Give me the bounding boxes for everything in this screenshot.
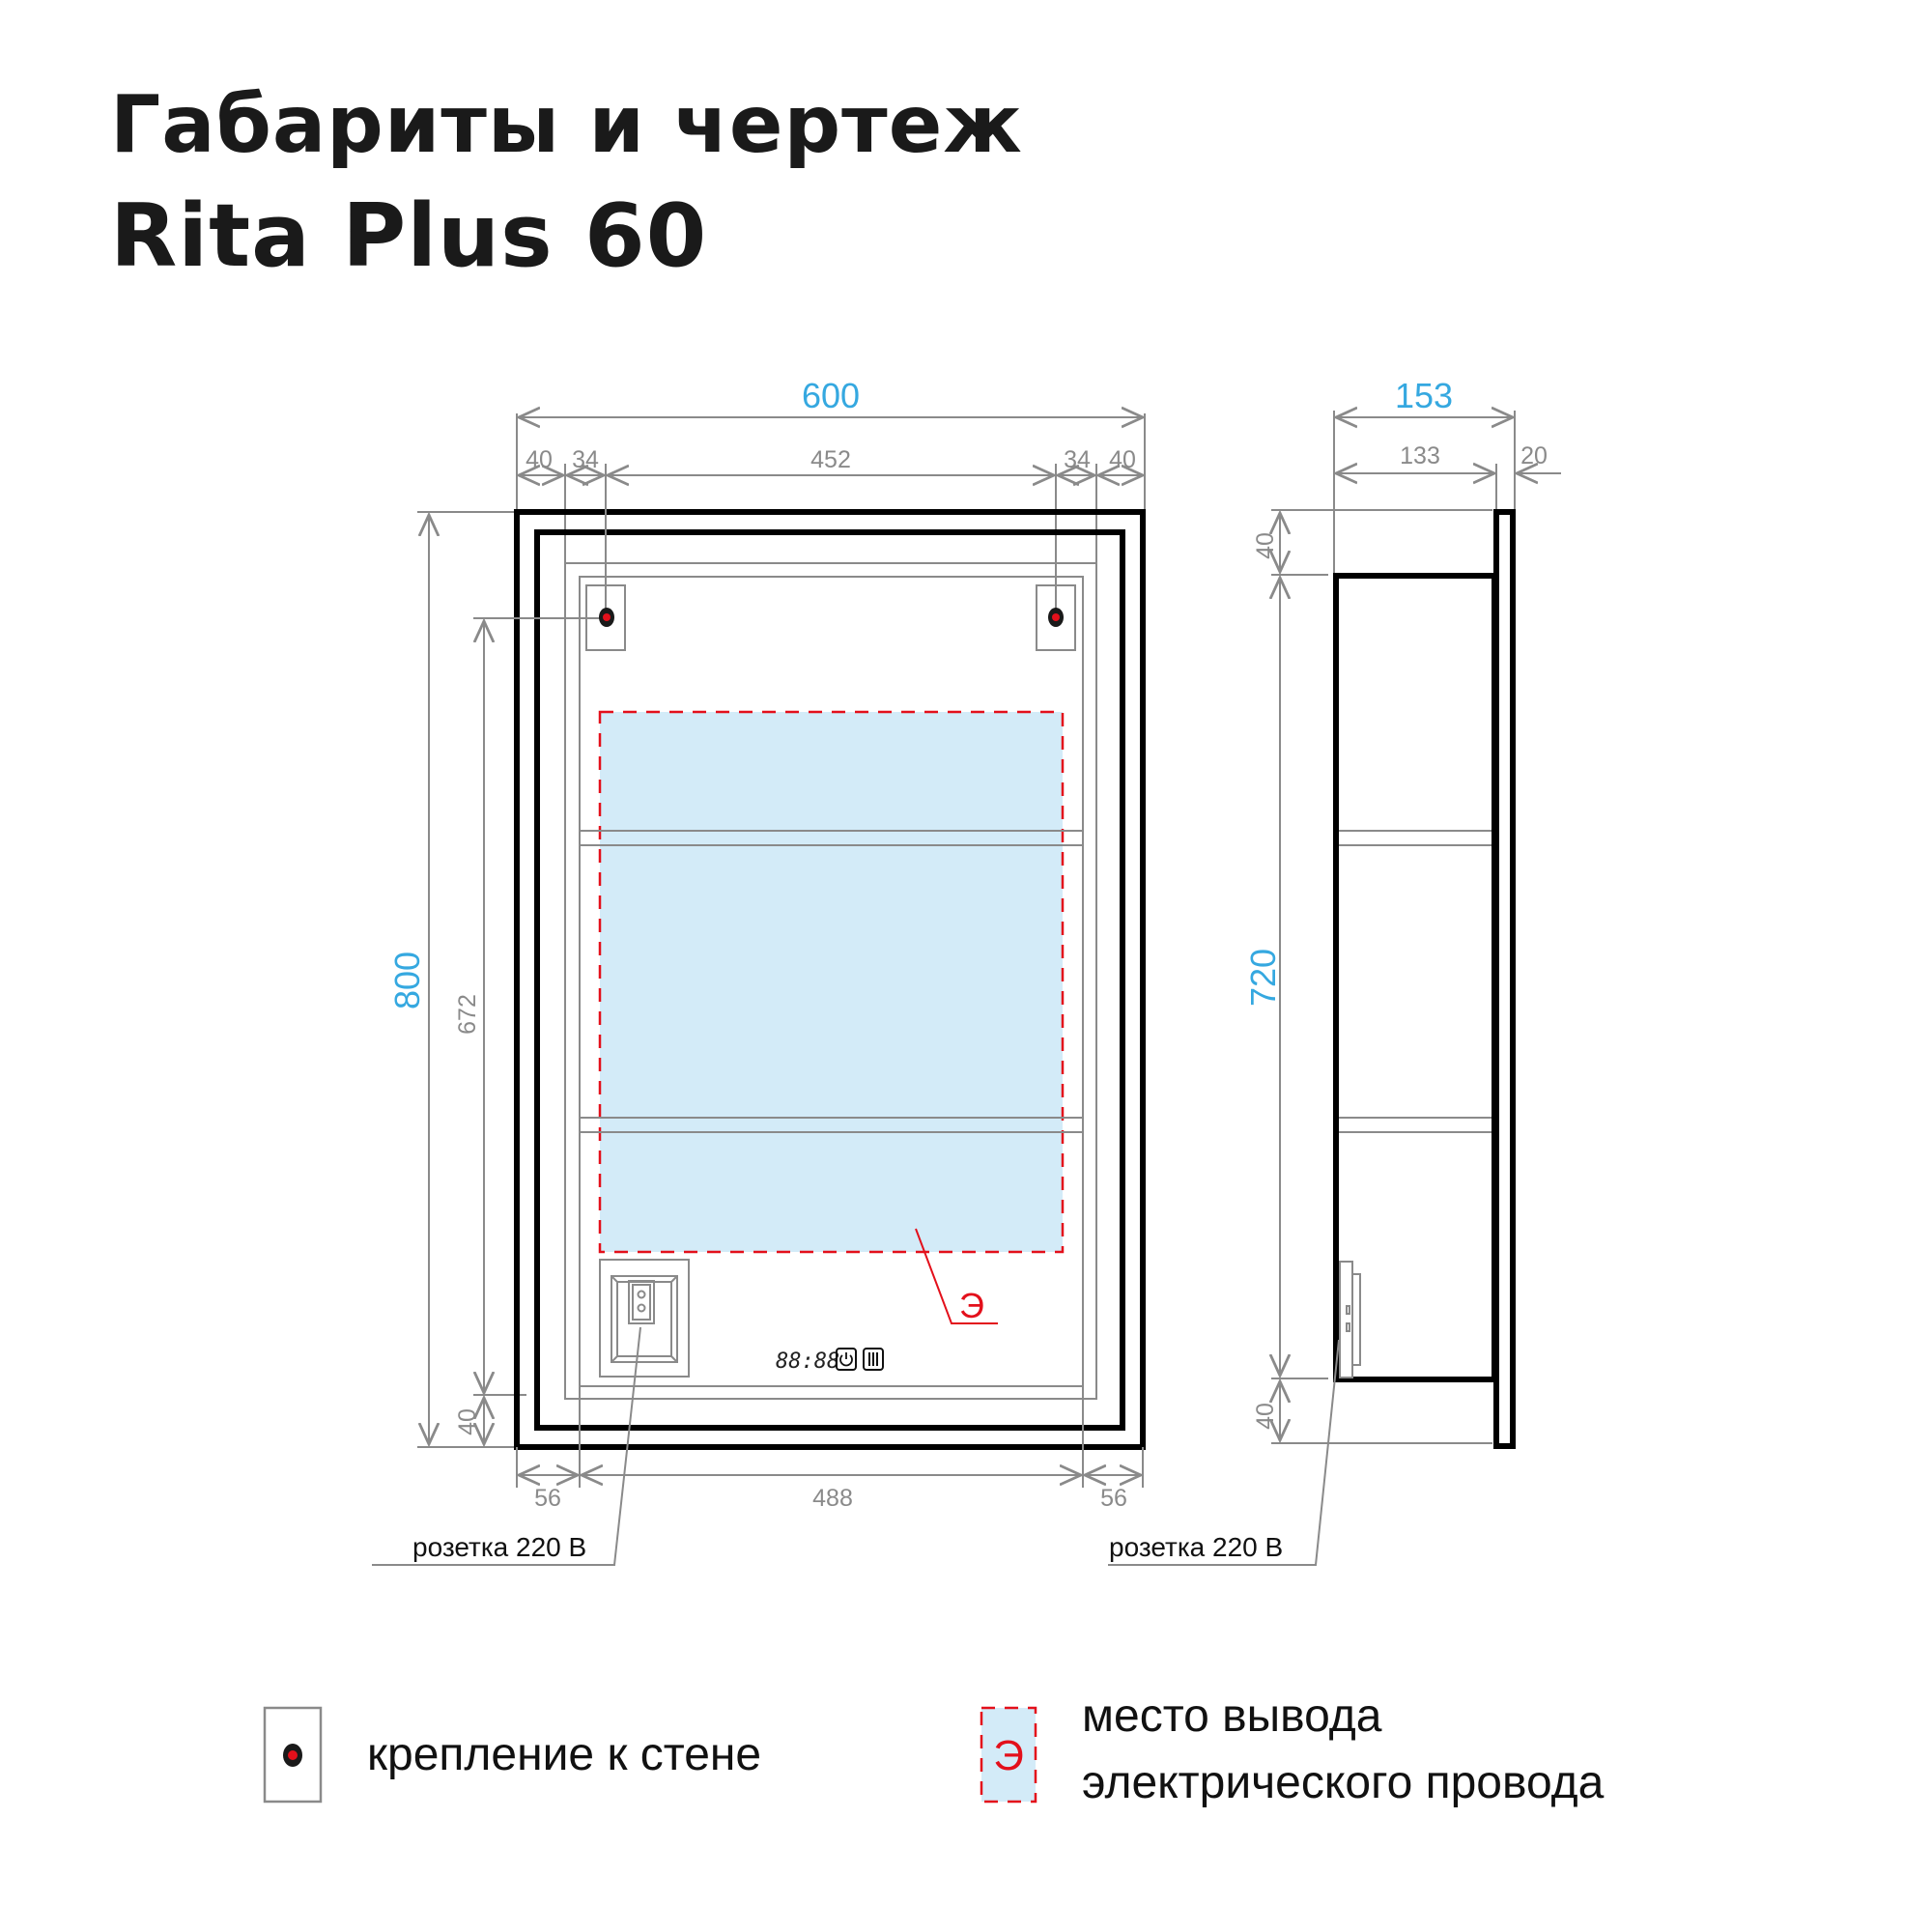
socket-side-icon [1108,1261,1361,1566]
dim-body-height: 720 [1243,949,1283,1007]
dim-bottom-seg-1: 56 [534,1485,561,1512]
dim-top-seg-5: 40 [1109,446,1136,473]
legend-outlet-label-1: место вывода [1082,1690,1382,1742]
legend: Э [263,1706,1037,1804]
outlet-area [598,710,1065,1254]
dim-top-seg-1: 40 [526,446,553,473]
clock-display: 88:88 [776,1350,839,1374]
cabinet-outer-frame [514,509,1146,1450]
page-title-model: Rita Plus 60 [110,185,708,287]
dim-bottom-seg-2: 488 [812,1485,853,1512]
legend-outlet-marker: Э [993,1732,1024,1779]
legend-outlet-icon: Э [980,1706,1037,1804]
socket-label-side: розетка 220 В [1109,1532,1283,1562]
outlet-marker: Э [959,1286,984,1325]
door-panel-side [1493,509,1516,1449]
outlet-leader [915,1228,998,1324]
wall-mount-left [473,464,626,651]
socket-icon [372,1259,690,1566]
wall-mount-right [1036,584,1076,651]
cabinet-inner-frame [534,529,1125,1431]
dim-side-bottom-offset: 40 [1252,1403,1279,1430]
socket-label-front: розетка 220 В [412,1532,586,1562]
dim-overall-height: 800 [387,952,427,1009]
dim-side-top-offset: 40 [1252,532,1279,559]
dim-panel-thickness: 20 [1520,442,1548,469]
dim-overall-depth: 153 [1395,376,1453,415]
light-icon [863,1348,884,1371]
dim-top-seg-3: 452 [810,446,851,473]
dim-top-seg-2: 34 [572,446,599,473]
dim-overall-width: 600 [802,376,860,415]
legend-outlet-label-2: электрического провода [1082,1757,1605,1808]
power-icon [836,1348,857,1371]
control-panel: 88:88 [776,1348,884,1374]
side-view: 153 133 20 40 720 40 [1108,376,1561,1566]
front-view: 600 40 34 452 34 40 800 672 40 [372,376,1146,1566]
legend-mount-label: крепление к стене [367,1729,762,1780]
legend-mount-icon [263,1706,323,1804]
dim-bottom-offset: 40 [454,1408,481,1435]
dim-mount-height: 672 [454,994,481,1035]
cabinet-body-side [1333,573,1497,1382]
dim-bottom-seg-3: 56 [1100,1485,1127,1512]
dim-top-seg-4: 34 [1064,446,1091,473]
page-title-line1: Габариты и чертеж [110,79,1023,171]
dim-body-depth: 133 [1400,442,1440,469]
